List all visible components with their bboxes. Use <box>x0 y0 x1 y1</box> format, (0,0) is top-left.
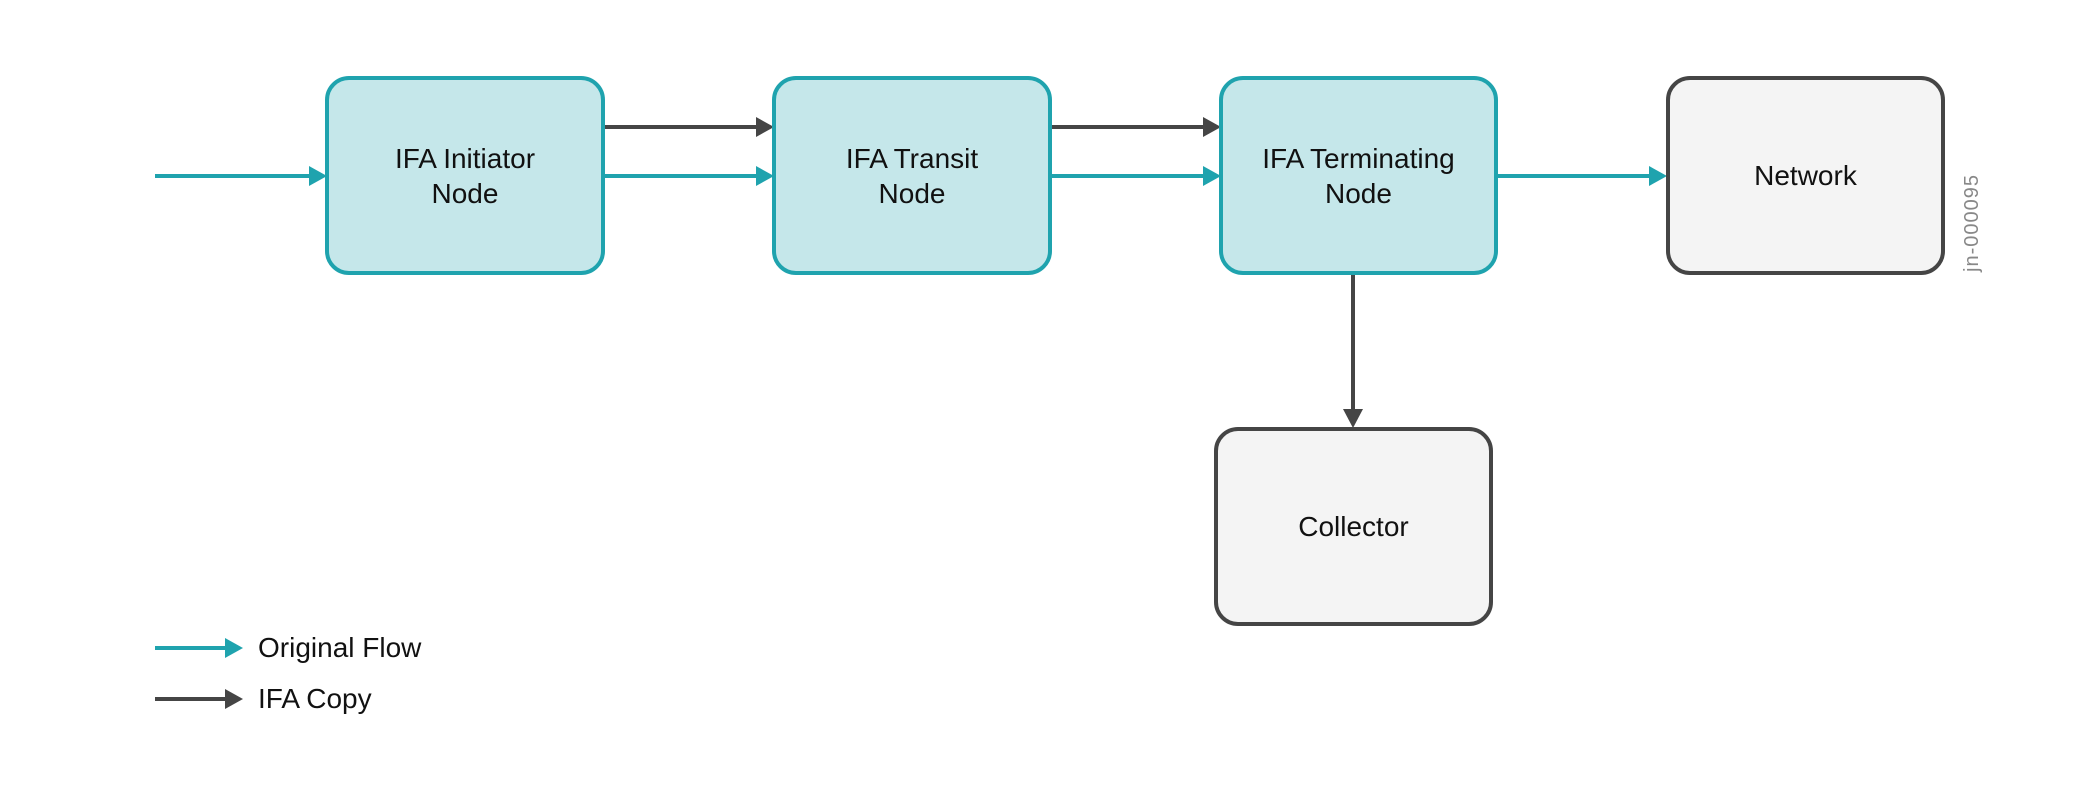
legend-original-flow-label: Original Flow <box>258 632 422 663</box>
edge-transit-to-terminating-flow <box>1052 166 1221 186</box>
figure-id-label: jn-000095 <box>1961 174 1983 272</box>
node-collector-label: Collector <box>1298 511 1409 542</box>
edge-source-to-initiator <box>155 166 327 186</box>
legend-ifa-copy-label: IFA Copy <box>258 683 372 714</box>
node-collector: Collector <box>1214 427 1493 626</box>
node-ifa-transit: IFA Transit Node <box>772 76 1052 275</box>
edge-terminating-to-network <box>1498 166 1667 186</box>
edge-initiator-to-transit-flow <box>605 166 774 186</box>
node-ifa-initiator-label: IFA Initiator Node <box>394 142 536 209</box>
legend-ifa-copy-arrow <box>155 689 243 709</box>
node-ifa-initiator: IFA Initiator Node <box>325 76 605 275</box>
edge-terminating-to-collector <box>1343 275 1363 428</box>
node-ifa-transit-label: IFA Transit Node <box>845 142 979 209</box>
legend-original-flow-arrow <box>155 638 243 658</box>
node-ifa-terminating-label: IFA Terminating Node <box>1262 142 1455 209</box>
node-network: Network <box>1666 76 1945 275</box>
node-ifa-terminating: IFA Terminating Node <box>1219 76 1498 275</box>
edge-initiator-to-transit-copy <box>605 117 774 137</box>
node-network-label: Network <box>1754 160 1857 191</box>
edge-transit-to-terminating-copy <box>1052 117 1221 137</box>
